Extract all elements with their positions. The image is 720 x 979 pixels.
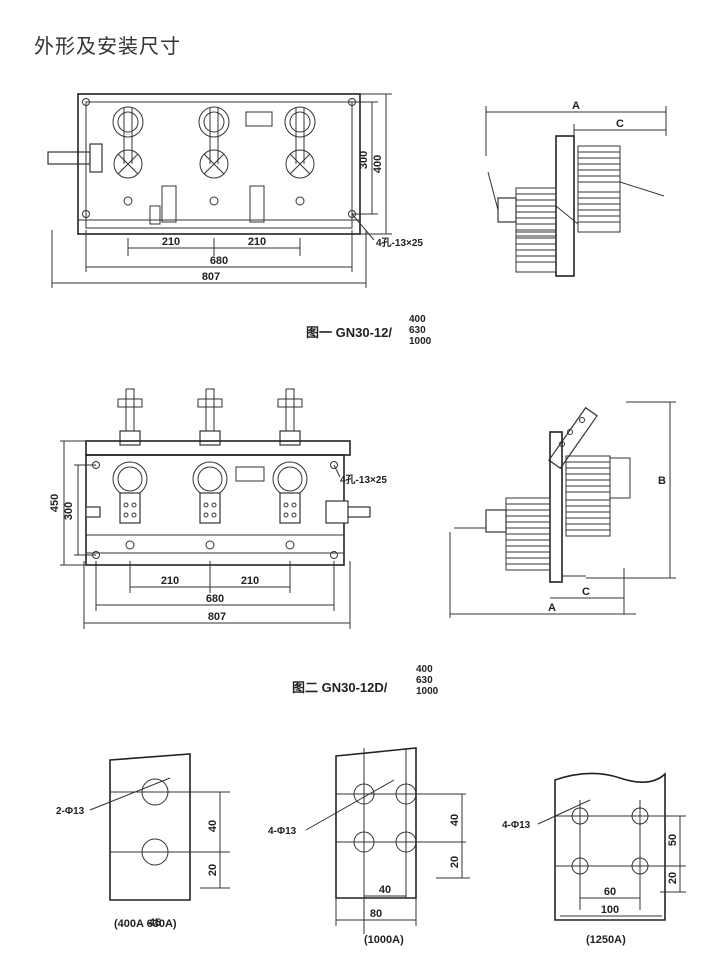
pole-2 bbox=[198, 106, 230, 206]
terminal-1000a-dim-40h: 40 bbox=[379, 884, 391, 896]
open-blade bbox=[548, 406, 598, 470]
pole-1 bbox=[112, 106, 144, 206]
terminal-1250a-caption: (1250A) bbox=[586, 934, 626, 946]
side-label-b: B bbox=[658, 475, 666, 487]
rating-400: 400 bbox=[409, 314, 426, 325]
terminal-1250a-dim-20: 20 bbox=[667, 872, 679, 884]
terminal-plate bbox=[109, 753, 191, 901]
terminal-400a-dim-40: 40 bbox=[207, 820, 219, 832]
pole-rod-3 bbox=[277, 388, 303, 446]
pole-3 bbox=[272, 461, 308, 550]
rating-1000: 1000 bbox=[409, 336, 432, 347]
side-label-c: C bbox=[582, 586, 590, 598]
nameplate bbox=[235, 466, 265, 482]
rating-400: 400 bbox=[416, 664, 433, 675]
terminal-400a-drawing: 40 20 2-Φ13 45 bbox=[56, 753, 230, 929]
insulator-upper-right bbox=[577, 145, 621, 193]
mounting-plate bbox=[555, 135, 575, 277]
dim-300: 300 bbox=[358, 151, 370, 169]
shaft-bracket bbox=[325, 500, 349, 524]
terminal-400a-dim-45: 45 bbox=[149, 917, 161, 929]
figure2-model: GN30-12D/ bbox=[321, 680, 388, 695]
dim-300: 300 bbox=[63, 502, 75, 520]
figure1-model: GN30-12/ bbox=[335, 325, 393, 340]
insulator-lower-left bbox=[505, 533, 551, 571]
figure2-front-view: 210 210 680 807 450 300 4孔-13×25 bbox=[49, 388, 387, 629]
insulator-lower-right bbox=[565, 499, 611, 537]
figure1-caption-prefix: 图一 bbox=[306, 325, 333, 340]
terminal-400a-dim-20: 20 bbox=[207, 864, 219, 876]
operating-handle bbox=[497, 197, 517, 223]
dim-807: 807 bbox=[202, 271, 220, 283]
mounting-hole bbox=[330, 461, 338, 469]
terminal-1000a-caption: (1000A) bbox=[364, 934, 404, 946]
hole-note: 4孔-13×25 bbox=[340, 473, 387, 486]
dim-210-left: 210 bbox=[162, 236, 180, 248]
terminal-plate bbox=[554, 772, 666, 921]
mounting-hole bbox=[82, 98, 90, 106]
insulator-upper-left bbox=[505, 497, 551, 535]
terminal-1250a-hole-label: 4-Φ13 bbox=[502, 820, 531, 831]
terminal-1000a-dim-40v: 40 bbox=[449, 814, 461, 826]
terminal-1250a-dim-60: 60 bbox=[604, 886, 616, 898]
side-label-a: A bbox=[548, 602, 556, 614]
pole-rod-2 bbox=[197, 388, 223, 446]
frame-inner bbox=[85, 101, 353, 229]
insulator-upper-left bbox=[515, 187, 557, 237]
operating-handle bbox=[485, 509, 507, 533]
dim-210-left: 210 bbox=[161, 575, 179, 587]
frame-outline bbox=[77, 93, 361, 235]
page-title: 外形及安装尺寸 bbox=[34, 36, 181, 58]
dim-680: 680 bbox=[206, 593, 224, 605]
rating-630: 630 bbox=[416, 675, 433, 686]
figure2-ratings: 400 630 1000 bbox=[416, 664, 438, 697]
terminal-1000a-dim-80: 80 bbox=[370, 908, 382, 920]
dim-807: 807 bbox=[208, 611, 226, 623]
dim-210-right: 210 bbox=[248, 236, 266, 248]
dim-400: 400 bbox=[372, 155, 384, 173]
terminal-plate bbox=[335, 747, 417, 899]
terminal-400a-caption: (400A 630A) bbox=[114, 918, 177, 930]
figure1-front-view: 210 210 680 807 300 400 4孔-13×25 bbox=[47, 93, 423, 288]
pole-rod-1 bbox=[117, 388, 143, 446]
shaft bbox=[47, 151, 91, 165]
shaft bbox=[347, 506, 371, 518]
insulator-lower-right bbox=[577, 191, 621, 233]
terminal-400a-hole-label: 2-Φ13 bbox=[56, 806, 85, 817]
pole-3 bbox=[284, 106, 316, 206]
figure1-side-view: A C bbox=[485, 100, 667, 277]
shaft-bracket bbox=[89, 143, 103, 173]
rating-630: 630 bbox=[409, 325, 426, 336]
rating-1000: 1000 bbox=[416, 686, 439, 697]
terminal-1250a-drawing: 50 20 60 100 4-Φ13 bbox=[502, 772, 686, 921]
nameplate bbox=[245, 111, 273, 127]
side-label-c: C bbox=[616, 118, 624, 130]
side-label-a: A bbox=[572, 100, 580, 112]
figure1-caption: 图一 GN30-12/ bbox=[306, 322, 392, 341]
terminal-1000a-hole-label: 4-Φ13 bbox=[268, 826, 297, 837]
dim-680: 680 bbox=[210, 255, 228, 267]
figure2-caption: 图二 GN30-12D/ bbox=[292, 677, 387, 696]
insulator-upper-right bbox=[565, 455, 611, 501]
pole-2 bbox=[192, 461, 228, 550]
figure1-ratings: 400 630 1000 bbox=[409, 314, 431, 347]
terminal-1000a-drawing: 40 20 40 80 4-Φ13 bbox=[268, 747, 470, 934]
terminal-1250a-dim-50: 50 bbox=[667, 834, 679, 846]
hole-note: 4孔-13×25 bbox=[376, 236, 423, 249]
pole-1 bbox=[112, 461, 148, 550]
terminal-1250a-dim-100: 100 bbox=[601, 904, 619, 916]
figure2-side-view: B C A bbox=[449, 401, 676, 618]
mounting-hole bbox=[330, 551, 338, 559]
insulator-lower-left bbox=[515, 231, 557, 273]
dim-210-right: 210 bbox=[241, 575, 259, 587]
figure2-caption-prefix: 图二 bbox=[292, 680, 319, 695]
mounting-hole bbox=[82, 210, 90, 218]
dim-450: 450 bbox=[49, 494, 61, 512]
terminal-1000a-dim-20: 20 bbox=[449, 856, 461, 868]
